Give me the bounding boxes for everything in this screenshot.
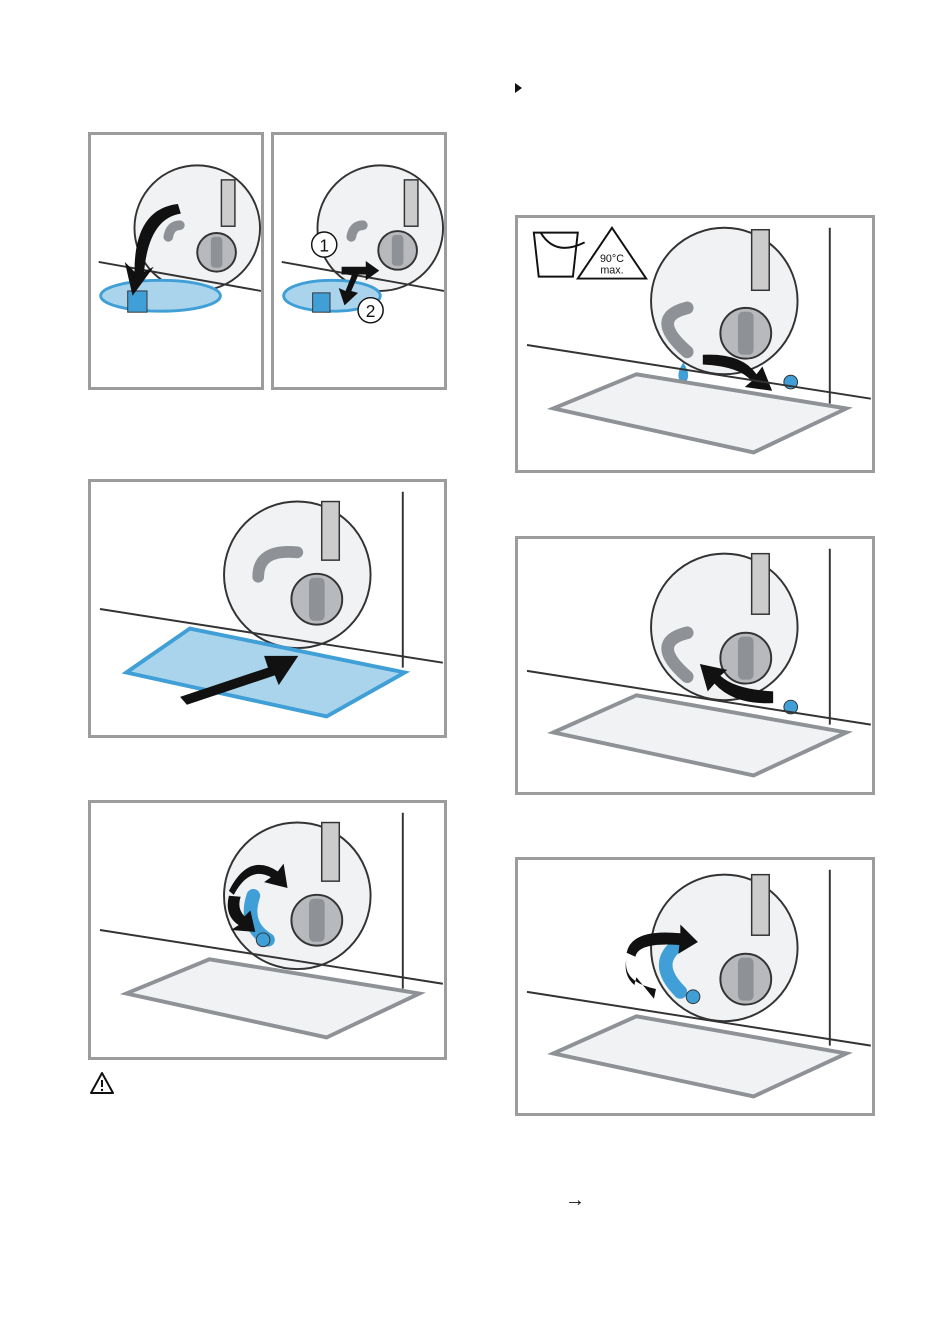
hot-max-label: max. [600, 265, 623, 277]
figure-drain-water: 90°C max. [515, 215, 875, 473]
bucket-icon [534, 233, 585, 277]
warning-triangle-icon [89, 1071, 115, 1095]
callout-number-1: 1 [319, 235, 329, 255]
figure-turn-hose [88, 800, 447, 1060]
figure-reattach-hose [515, 857, 875, 1116]
insert-plug-illustration [518, 539, 872, 792]
turn-hose-illustration [91, 803, 444, 1057]
open-flap-illustration [91, 135, 261, 387]
callout-numbers: 1 2 [274, 135, 444, 387]
reattach-hose-illustration [518, 860, 872, 1113]
drain-water-illustration: 90°C max. [518, 218, 872, 470]
hot-water-warning-icon: 90°C max. [578, 228, 646, 279]
step-bullet-icon [515, 83, 522, 93]
callout-number-2: 2 [366, 301, 376, 321]
cross-reference-arrow: → [565, 1190, 585, 1210]
insert-tray-illustration [91, 482, 444, 735]
figure-insert-plug [515, 536, 875, 795]
hot-temp-label: 90°C [600, 253, 624, 265]
figure-release-catch: 1 2 [271, 132, 447, 390]
figure-insert-tray [88, 479, 447, 738]
figure-open-flap [88, 132, 264, 390]
